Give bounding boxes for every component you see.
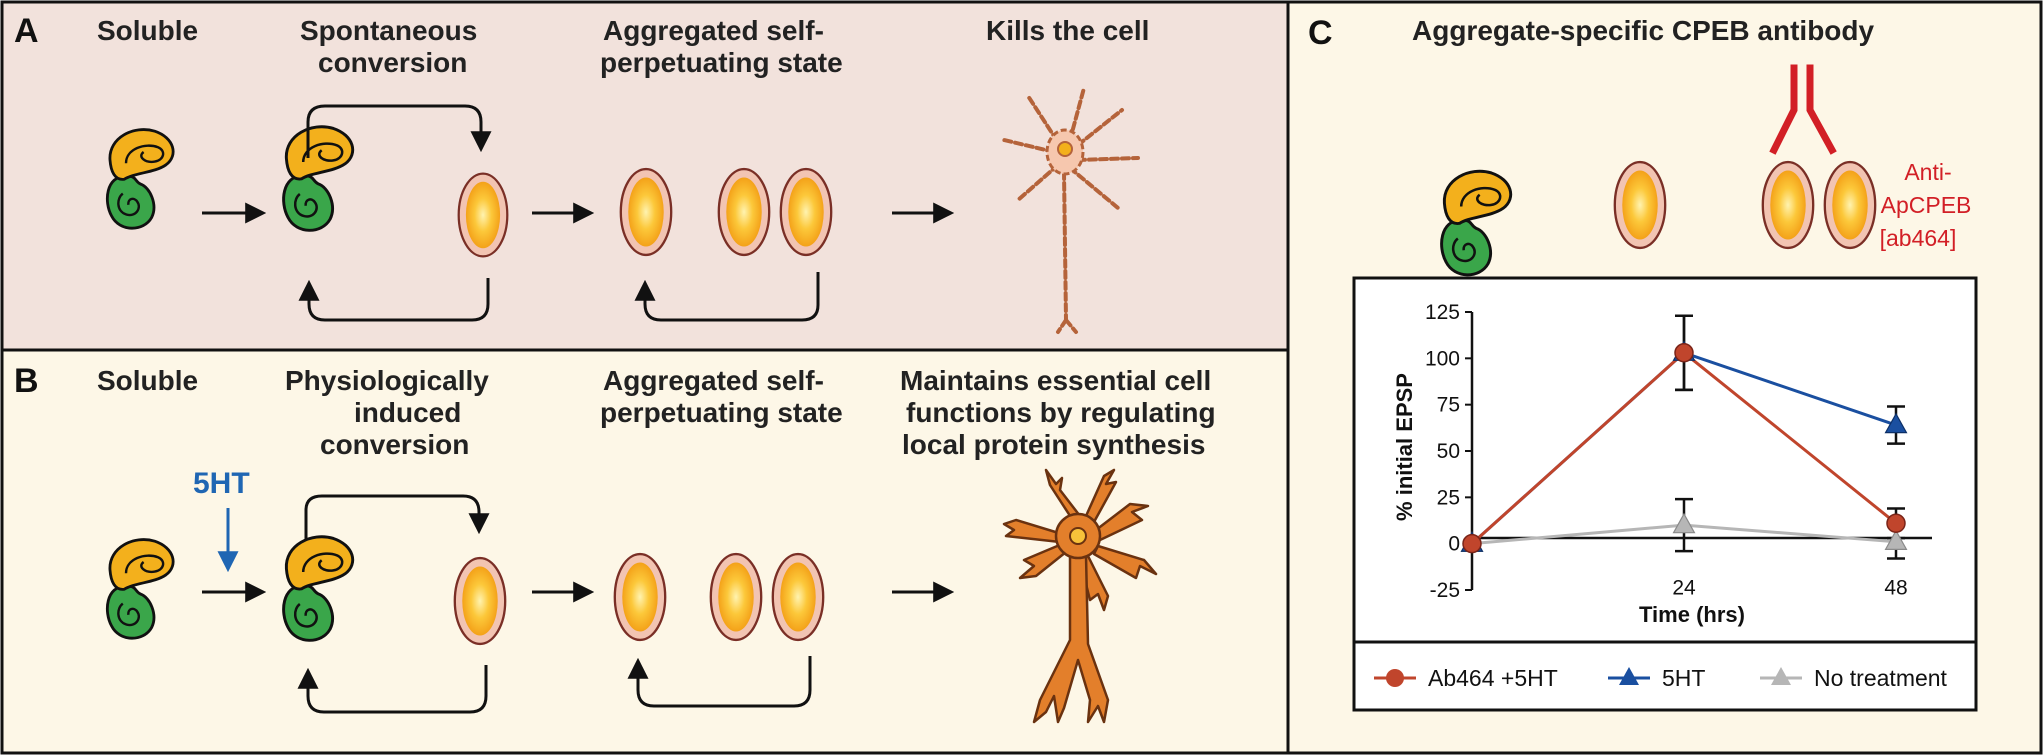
label-kills-cell: Kills the cell — [986, 15, 1149, 46]
aggregate-egg-icon — [717, 167, 771, 257]
y-tick-label: 0 — [1448, 533, 1460, 556]
label-conversion: conversion — [318, 47, 467, 78]
data-point — [1884, 529, 1908, 550]
dying-neuron-nucleus — [1057, 141, 1073, 157]
antibody-label-line3: [ab464] — [1880, 225, 1957, 251]
aggregate-monomer-icon — [453, 556, 507, 646]
label-soluble: Soluble — [97, 365, 198, 396]
panel-b-letter: B — [14, 362, 39, 400]
panel-b: B Soluble Physiologically induced conver… — [14, 362, 1216, 724]
label-spontaneous: Spontaneous — [300, 15, 477, 46]
aggregate-egg-icon — [1823, 160, 1877, 250]
x-axis-title: Time (hrs) — [1639, 602, 1745, 627]
chart-series — [1460, 314, 1908, 560]
legend-label: 5HT — [1662, 665, 1705, 691]
y-tick-label: -25 — [1430, 579, 1460, 602]
perpetuation-arrow — [634, 272, 820, 322]
aggregate-egg-icon — [771, 552, 825, 642]
legend-marker — [1619, 667, 1639, 685]
label-conversion: conversion — [320, 429, 469, 460]
label-soluble: Soluble — [97, 15, 198, 46]
panel-c: C Aggregate-specific CPEB antibody Anti-… — [1308, 14, 1978, 712]
x-tick-label: 24 — [1672, 577, 1696, 600]
conversion-arrow-bottom — [298, 278, 490, 322]
healthy-neuron-icon — [1002, 468, 1158, 724]
data-point — [1462, 533, 1482, 554]
legend-marker — [1386, 669, 1404, 687]
label-aggregated: Aggregated self- — [603, 365, 824, 396]
y-tick-label: 50 — [1437, 440, 1460, 463]
antibody-label-line1: Anti- — [1904, 159, 1951, 185]
label-local-protein: local protein synthesis — [902, 429, 1205, 460]
y-tick-label: 75 — [1437, 394, 1460, 417]
healthy-neuron-nucleus — [1069, 527, 1087, 545]
legend-label: No treatment — [1814, 665, 1948, 691]
label-aggregated: Aggregated self- — [603, 15, 824, 46]
aggregate-egg-icon — [779, 167, 833, 257]
label-maintains: Maintains essential cell — [900, 365, 1211, 396]
panel-c-letter: C — [1308, 14, 1333, 52]
conversion-arrow-bottom — [297, 665, 488, 714]
aggregate-egg-icon — [613, 552, 667, 642]
aggregate-monomer-icon — [457, 172, 509, 258]
panel-a-letter: A — [14, 12, 39, 50]
conversion-arrow-top — [304, 494, 490, 540]
antibody-label-line2: ApCPEB — [1881, 192, 1972, 218]
aggregate-egg-icon — [1761, 160, 1815, 250]
y-tick-label: 25 — [1437, 486, 1460, 509]
chart-frame — [1352, 276, 1978, 712]
aggregate-monomer-icon — [1613, 160, 1667, 250]
y-tick-label: 125 — [1425, 301, 1460, 324]
aggregate-egg-icon — [619, 167, 673, 257]
data-point — [1884, 412, 1908, 434]
x-ticks: 24 48 — [1672, 543, 1908, 600]
perpetuation-arrow — [627, 656, 812, 708]
legend-marker — [1771, 667, 1791, 685]
panel-a: A Soluble Spontaneous conversion Aggrega… — [14, 12, 1149, 334]
aggregate-egg-icon — [709, 552, 763, 642]
stimulus-5ht-label: 5HT — [193, 467, 250, 500]
label-physiologically: Physiologically — [285, 365, 489, 396]
conversion-arrow-top — [306, 104, 492, 158]
label-perpetuating: perpetuating state — [600, 397, 843, 428]
label-perpetuating: perpetuating state — [600, 47, 843, 78]
legend-label: Ab464 +5HT — [1428, 665, 1558, 691]
y-axis-title: % initial EPSP — [1392, 373, 1417, 521]
x-tick-label: 48 — [1884, 577, 1907, 600]
label-functions: functions by regulating — [906, 397, 1216, 428]
epsp-chart: % initial EPSP Time (hrs) 125 100 75 50 25 0 -… — [1392, 301, 1932, 627]
data-point — [1672, 512, 1696, 534]
antibody-icon — [1769, 64, 1837, 155]
y-tick-label: 100 — [1425, 347, 1460, 370]
data-point — [1674, 343, 1694, 363]
y-ticks: 125 100 75 50 25 0 -25 — [1425, 301, 1472, 602]
label-induced: induced — [354, 397, 461, 428]
chart-legend: Ab464 +5HT 5HT No treatment — [1374, 665, 1948, 691]
panel-c-title: Aggregate-specific CPEB antibody — [1412, 15, 1875, 46]
data-point — [1886, 513, 1906, 534]
